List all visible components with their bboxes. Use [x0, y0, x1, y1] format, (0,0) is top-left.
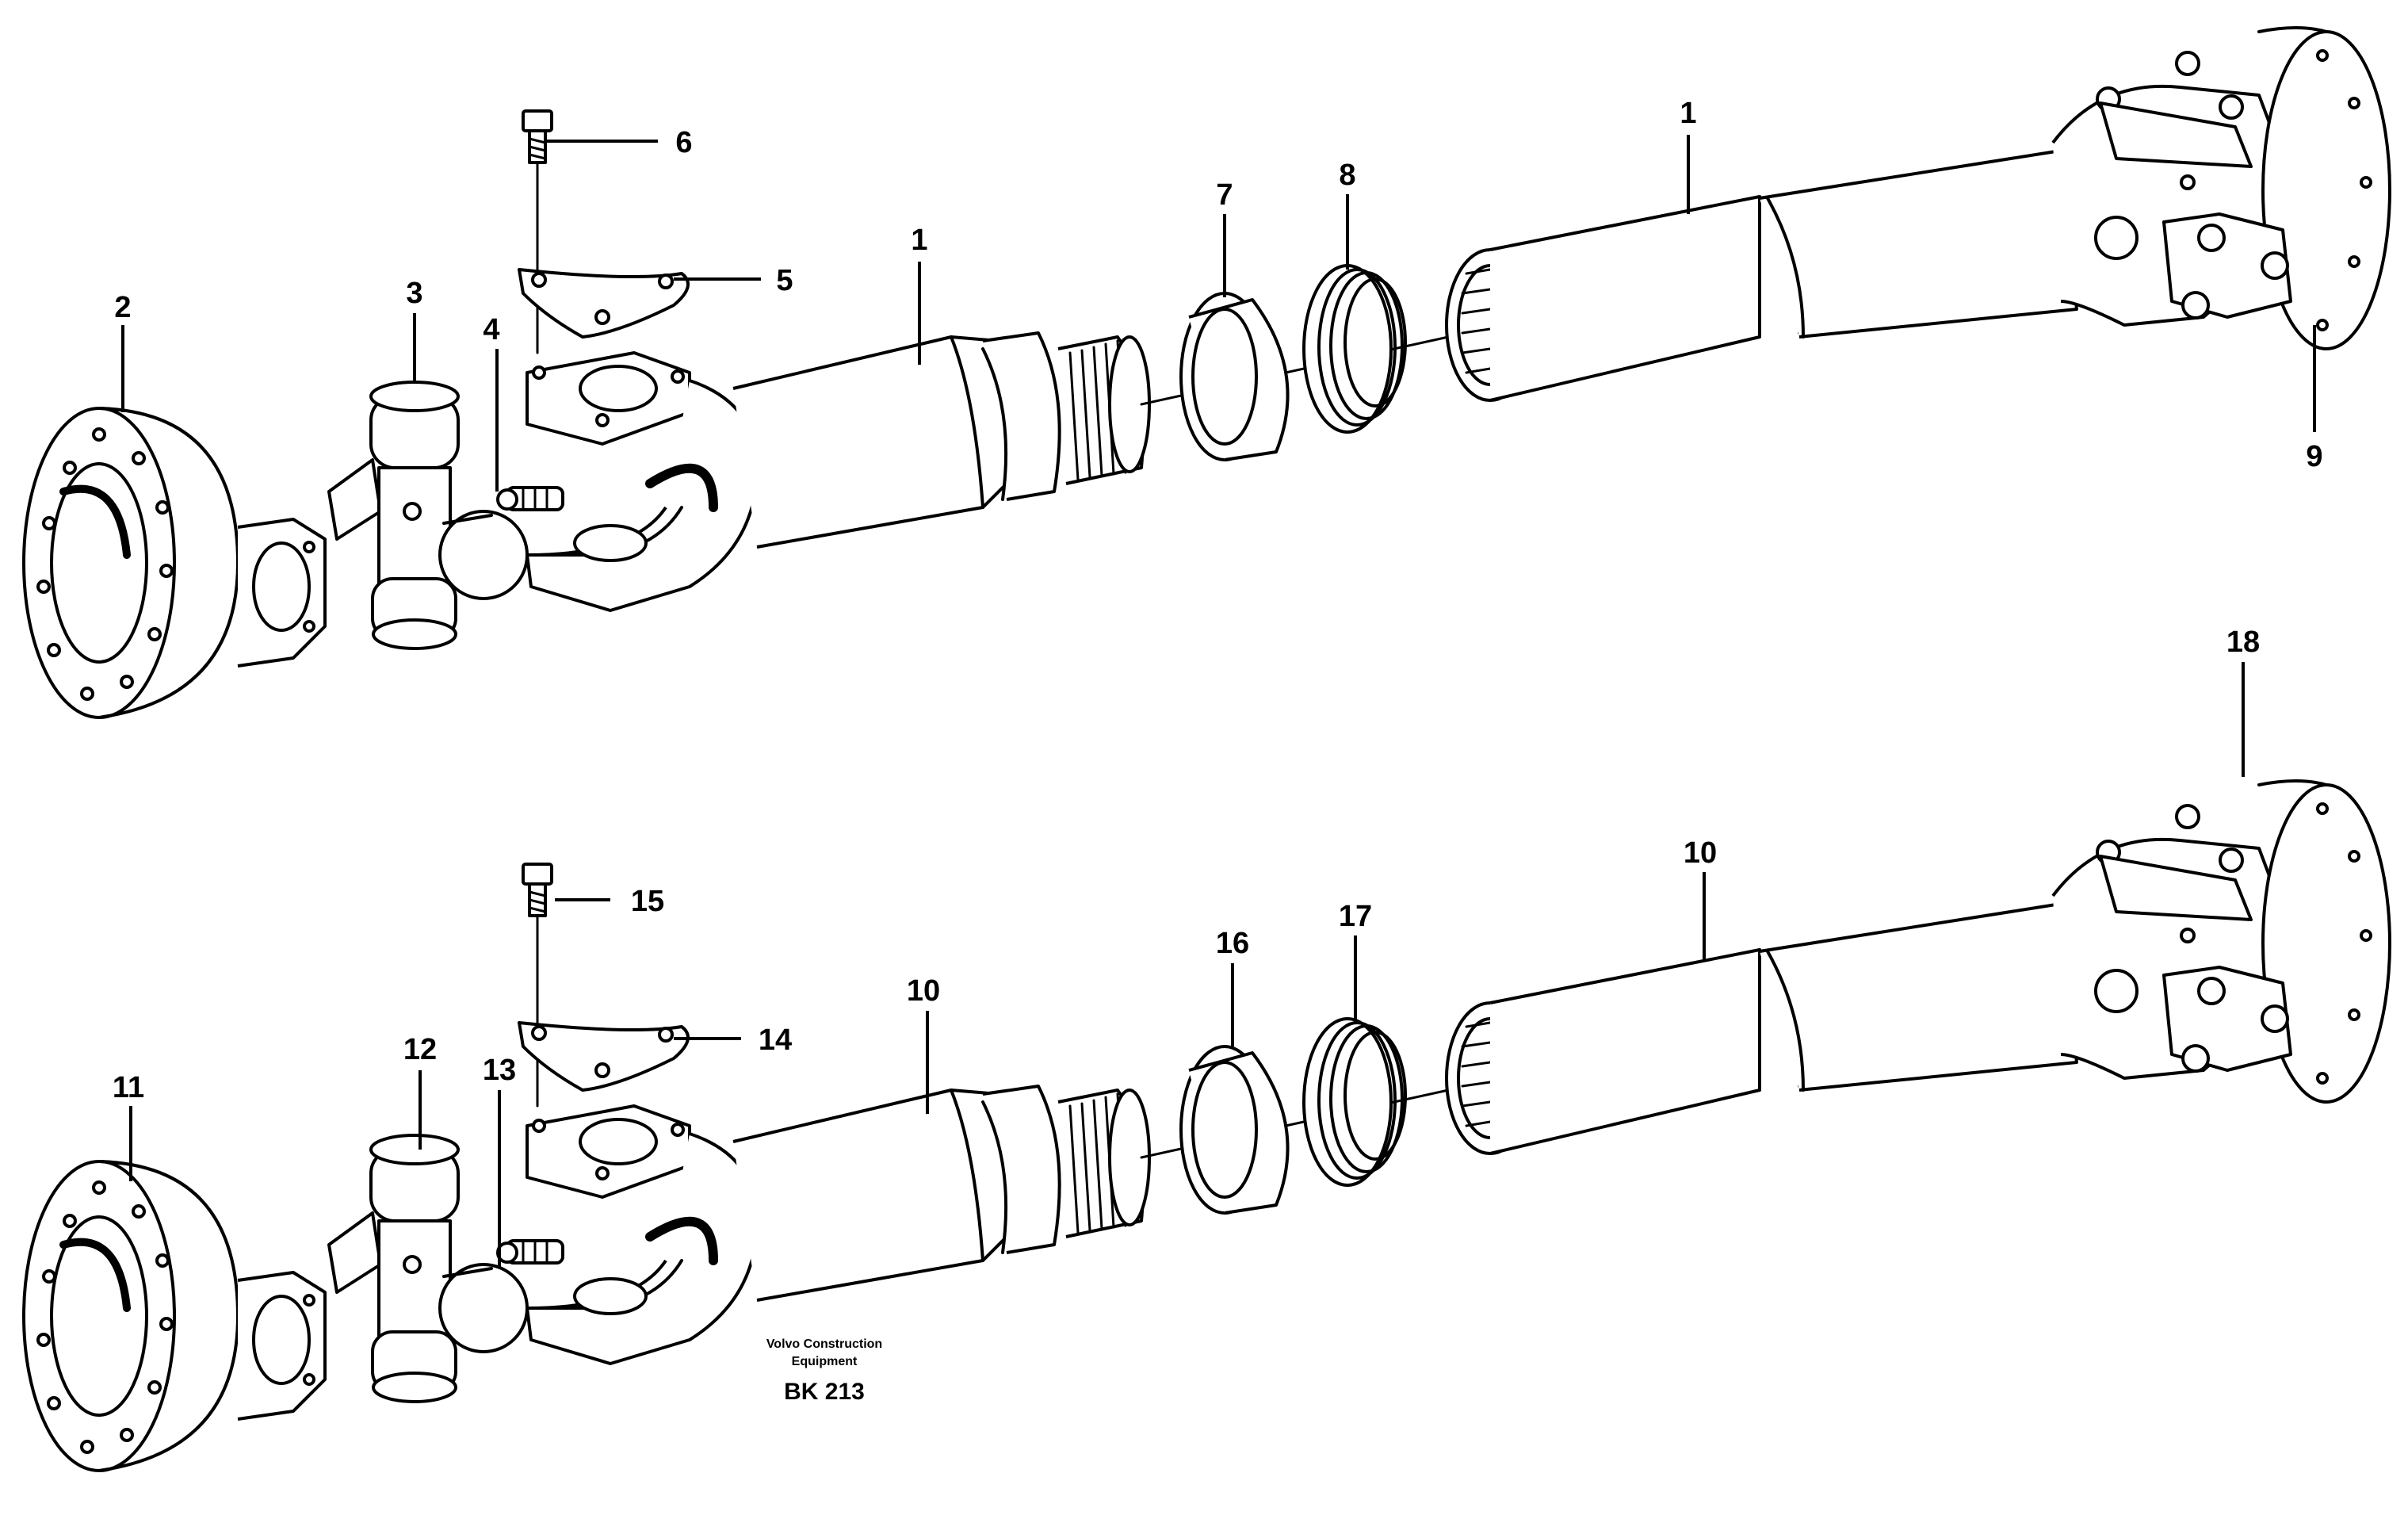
callout-10b: 10	[1684, 836, 1717, 870]
callout-3: 3	[406, 277, 422, 310]
callout-5: 5	[776, 264, 793, 297]
logo-line-2: Equipment	[792, 1355, 858, 1368]
callout-17: 17	[1339, 900, 1372, 933]
callout-13: 13	[483, 1054, 516, 1087]
callout-1a: 1	[911, 224, 927, 257]
upper-callouts: 1 1 2 3 4 5 6 7 8 9	[114, 97, 2323, 492]
callout-12: 12	[403, 1033, 437, 1066]
callout-9: 9	[2306, 440, 2322, 473]
callout-10a: 10	[907, 974, 940, 1008]
manufacturer-logo: Volvo Construction Equipment BK 213	[766, 1337, 882, 1405]
callout-15: 15	[631, 885, 664, 918]
callout-6: 6	[675, 126, 692, 159]
callout-8: 8	[1339, 159, 1355, 192]
callout-14: 14	[759, 1024, 792, 1057]
callout-1b: 1	[1680, 97, 1696, 130]
lower-callouts: 10 10 11 12 13 14 15 16 17 18	[113, 626, 2260, 1268]
callout-11: 11	[113, 1071, 144, 1104]
callout-4: 4	[483, 313, 499, 346]
lower-assembly	[24, 781, 2390, 1471]
callout-7: 7	[1216, 178, 1233, 212]
callout-2: 2	[114, 291, 131, 324]
diagram-code: BK 213	[784, 1379, 865, 1405]
logo-line-1: Volvo Construction	[766, 1337, 882, 1351]
callout-16: 16	[1216, 927, 1249, 960]
callout-18: 18	[2226, 626, 2260, 659]
upper-assembly	[24, 28, 2390, 717]
